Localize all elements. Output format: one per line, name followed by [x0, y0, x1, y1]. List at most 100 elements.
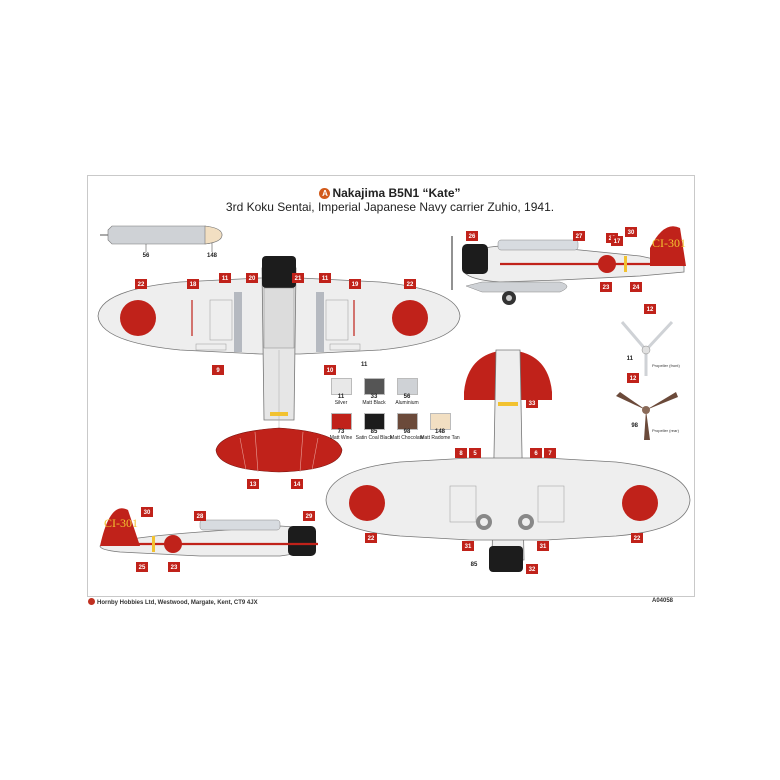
callout-badge [324, 365, 336, 375]
callout-badge [135, 279, 147, 289]
bottom-code: 85 [471, 562, 478, 568]
color-name: Matt Black [362, 400, 386, 406]
prop-front-code: 11 [627, 356, 634, 362]
page-subtitle: 3rd Koku Sentai, Imperial Japanese Navy … [225, 200, 555, 214]
color-code: 98 [403, 429, 411, 435]
callout-badge [526, 564, 538, 574]
callout-number: 5 [473, 451, 477, 457]
callout-number: 32 [529, 567, 536, 573]
callout-number: 28 [197, 514, 204, 520]
callout-number: 9 [216, 368, 220, 374]
callout-badge [246, 273, 258, 283]
callout-number: 22 [138, 282, 145, 288]
tail-code-left: CI-301 [104, 516, 138, 530]
color-name: Matt Radome Tan [420, 435, 460, 441]
callout-number: 17 [614, 239, 621, 245]
callout-number: 33 [529, 401, 536, 407]
title-text: Nakajima B5N1 “Kate” [332, 186, 461, 200]
callout-number: 19 [352, 282, 359, 288]
footer-address-text: Hornby Hobbies Ltd, Westwood, Margate, K… [97, 600, 258, 606]
side-view-right: CI-301 [451, 226, 686, 305]
callout-badge [291, 479, 303, 489]
callout-number: 27 [576, 234, 583, 240]
callout-badges: 2218112021111922910131426272830172324121… [135, 227, 656, 574]
color-swatch [430, 413, 451, 430]
color-name: Matt Chocolate [390, 435, 424, 441]
callout-badge [625, 227, 637, 237]
callout-badge [537, 541, 549, 551]
prop-rear-code: 98 [631, 423, 638, 429]
footer-code: A04058 [652, 598, 674, 604]
callout-badge [303, 511, 315, 521]
propeller-rear: 98 Propeller (rear) [616, 392, 680, 440]
callout-number: 14 [294, 482, 301, 488]
color-code: 11 [337, 394, 345, 400]
color-swatch [364, 378, 385, 395]
color-name: Matt Wine [329, 435, 353, 441]
tail-code-right: CI-301 [652, 236, 686, 250]
callout-number: 7 [548, 451, 552, 457]
callout-badge [600, 282, 612, 292]
torpedo-code-tip: 148 [207, 253, 218, 259]
color-swatch [331, 413, 352, 430]
callout-number: 13 [250, 482, 257, 488]
callout-badge [630, 282, 642, 292]
callout-number: 22 [634, 536, 641, 542]
color-name: Silver [334, 400, 348, 406]
torpedo: 56 148 [100, 225, 223, 259]
bottom-view: 85 [325, 349, 691, 572]
airfix-logo-icon [88, 598, 95, 605]
callout-badge [573, 231, 585, 241]
callout-badge [627, 373, 639, 383]
callout-badge [365, 533, 377, 543]
scheme-badge: A [319, 188, 331, 199]
top-view: 11 [97, 256, 461, 473]
callout-badge [212, 365, 224, 375]
callout-badge [319, 273, 331, 283]
callout-number: 29 [306, 514, 313, 520]
callout-number: 10 [327, 368, 334, 374]
callout-badge [404, 279, 416, 289]
callout-number: 30 [144, 510, 151, 516]
callout-badge [544, 448, 556, 458]
callout-number: 23 [603, 285, 610, 291]
color-swatch [364, 413, 385, 430]
callout-number: 11 [222, 276, 229, 282]
footer-address: Hornby Hobbies Ltd, Westwood, Margate, K… [88, 598, 258, 606]
prop-rear-label: Propeller (rear) [652, 428, 680, 433]
callout-badge [466, 231, 478, 241]
callout-number: 23 [171, 565, 178, 571]
callout-badge [187, 279, 199, 289]
callout-badge [168, 562, 180, 572]
callout-badge [530, 448, 542, 458]
callout-badge [611, 236, 623, 246]
callout-number: 12 [647, 307, 654, 313]
callout-badge [469, 448, 481, 458]
callout-number: 18 [190, 282, 197, 288]
color-code: 73 [337, 429, 345, 435]
callout-badge [219, 273, 231, 283]
callout-number: 11 [322, 276, 329, 282]
callout-badge [644, 304, 656, 314]
callout-number: 22 [368, 536, 375, 542]
color-code: 56 [403, 394, 411, 400]
callout-number: 31 [540, 544, 547, 550]
color-code: 85 [370, 429, 378, 435]
color-swatch [331, 378, 352, 395]
callout-badge [455, 448, 467, 458]
callout-badge [631, 533, 643, 543]
callout-number: 30 [628, 230, 635, 236]
callout-badge [526, 398, 538, 408]
callout-number: 31 [465, 544, 472, 550]
callout-number: 26 [469, 234, 476, 240]
callout-number: 25 [139, 565, 146, 571]
callout-number: 21 [295, 276, 302, 282]
prop-front-label: Propeller (front) [652, 363, 680, 368]
callout-badge [349, 279, 361, 289]
